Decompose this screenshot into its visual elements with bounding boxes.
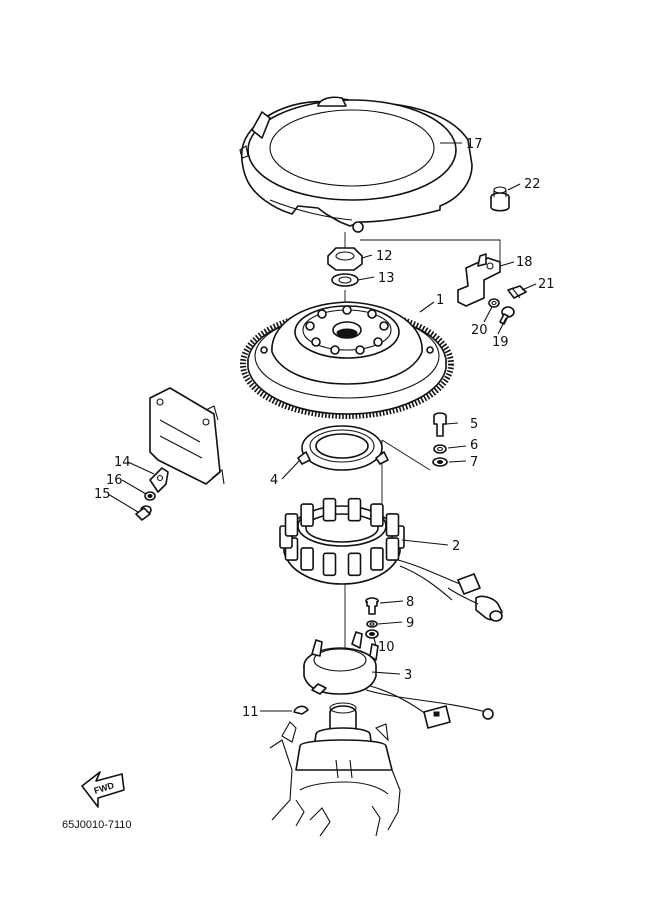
grommet	[490, 186, 510, 212]
stator-connectors	[447, 573, 503, 622]
callout-16: 16	[106, 473, 123, 488]
washer-16	[144, 491, 156, 501]
callout-9: 9	[406, 616, 414, 631]
bracket-screw	[499, 306, 515, 325]
callout-6: 6	[470, 438, 478, 453]
bracket-washer	[488, 298, 500, 308]
callout-4: 4	[270, 473, 278, 488]
woodruff-key	[293, 705, 309, 715]
callout-11: 11	[242, 705, 259, 720]
callout-2: 2	[452, 539, 460, 554]
callout-3: 3	[404, 668, 412, 683]
callout-5: 5	[470, 417, 478, 432]
callout-1: 1	[436, 293, 444, 308]
fwd-arrow: FWD	[81, 771, 125, 808]
screw-15	[135, 505, 152, 521]
stator-pole	[385, 537, 400, 561]
callout-20: 20	[471, 323, 488, 338]
pulser-washer-9	[366, 620, 378, 628]
pulser-connectors	[423, 705, 494, 729]
stator-pole	[347, 552, 362, 577]
callout-14: 14	[114, 455, 131, 470]
bracket-clip	[507, 285, 527, 299]
flywheel-cover	[239, 96, 473, 233]
stator-pole	[300, 547, 314, 571]
bracket-14	[149, 467, 169, 493]
stator-assembly	[279, 497, 461, 601]
callout-labels: 17 22 12 13 18 21 1 20 19 5 6 7 4 2 8 9 …	[94, 137, 555, 720]
callout-10: 10	[378, 640, 395, 655]
drawing-code: 65J0010-7110	[62, 819, 132, 831]
callout-8: 8	[406, 595, 414, 610]
flywheel-nut	[327, 247, 363, 271]
stator-pole	[347, 497, 362, 522]
callout-12: 12	[376, 249, 393, 264]
stator-washer-7	[432, 457, 448, 467]
cover-bracket	[457, 253, 501, 307]
callout-21: 21	[538, 277, 555, 292]
stator-pole	[385, 513, 400, 537]
crankcase-section	[269, 702, 401, 837]
callout-13: 13	[378, 271, 395, 286]
stator-bolt	[433, 412, 447, 437]
pulser-screw	[365, 597, 379, 615]
callout-7: 7	[470, 455, 478, 470]
callout-leaders	[107, 142, 537, 712]
pulser-ring	[297, 425, 389, 471]
stator-pole	[300, 503, 314, 527]
stator-pole	[370, 547, 384, 571]
callout-19: 19	[492, 335, 509, 350]
stator-pole	[322, 552, 337, 577]
stator-washer-6	[433, 444, 447, 454]
mounting-plate	[149, 387, 225, 485]
callout-17: 17	[466, 137, 483, 152]
pulser-washer-10	[365, 629, 379, 639]
callout-15: 15	[94, 487, 111, 502]
flywheel	[240, 301, 454, 419]
callout-22: 22	[524, 177, 541, 192]
flywheel-washer	[331, 273, 359, 287]
stator-pole	[370, 503, 384, 527]
stator-pole	[322, 497, 337, 522]
stator-pole	[284, 513, 299, 537]
callout-18: 18	[516, 255, 533, 270]
pulser-base	[303, 631, 487, 715]
